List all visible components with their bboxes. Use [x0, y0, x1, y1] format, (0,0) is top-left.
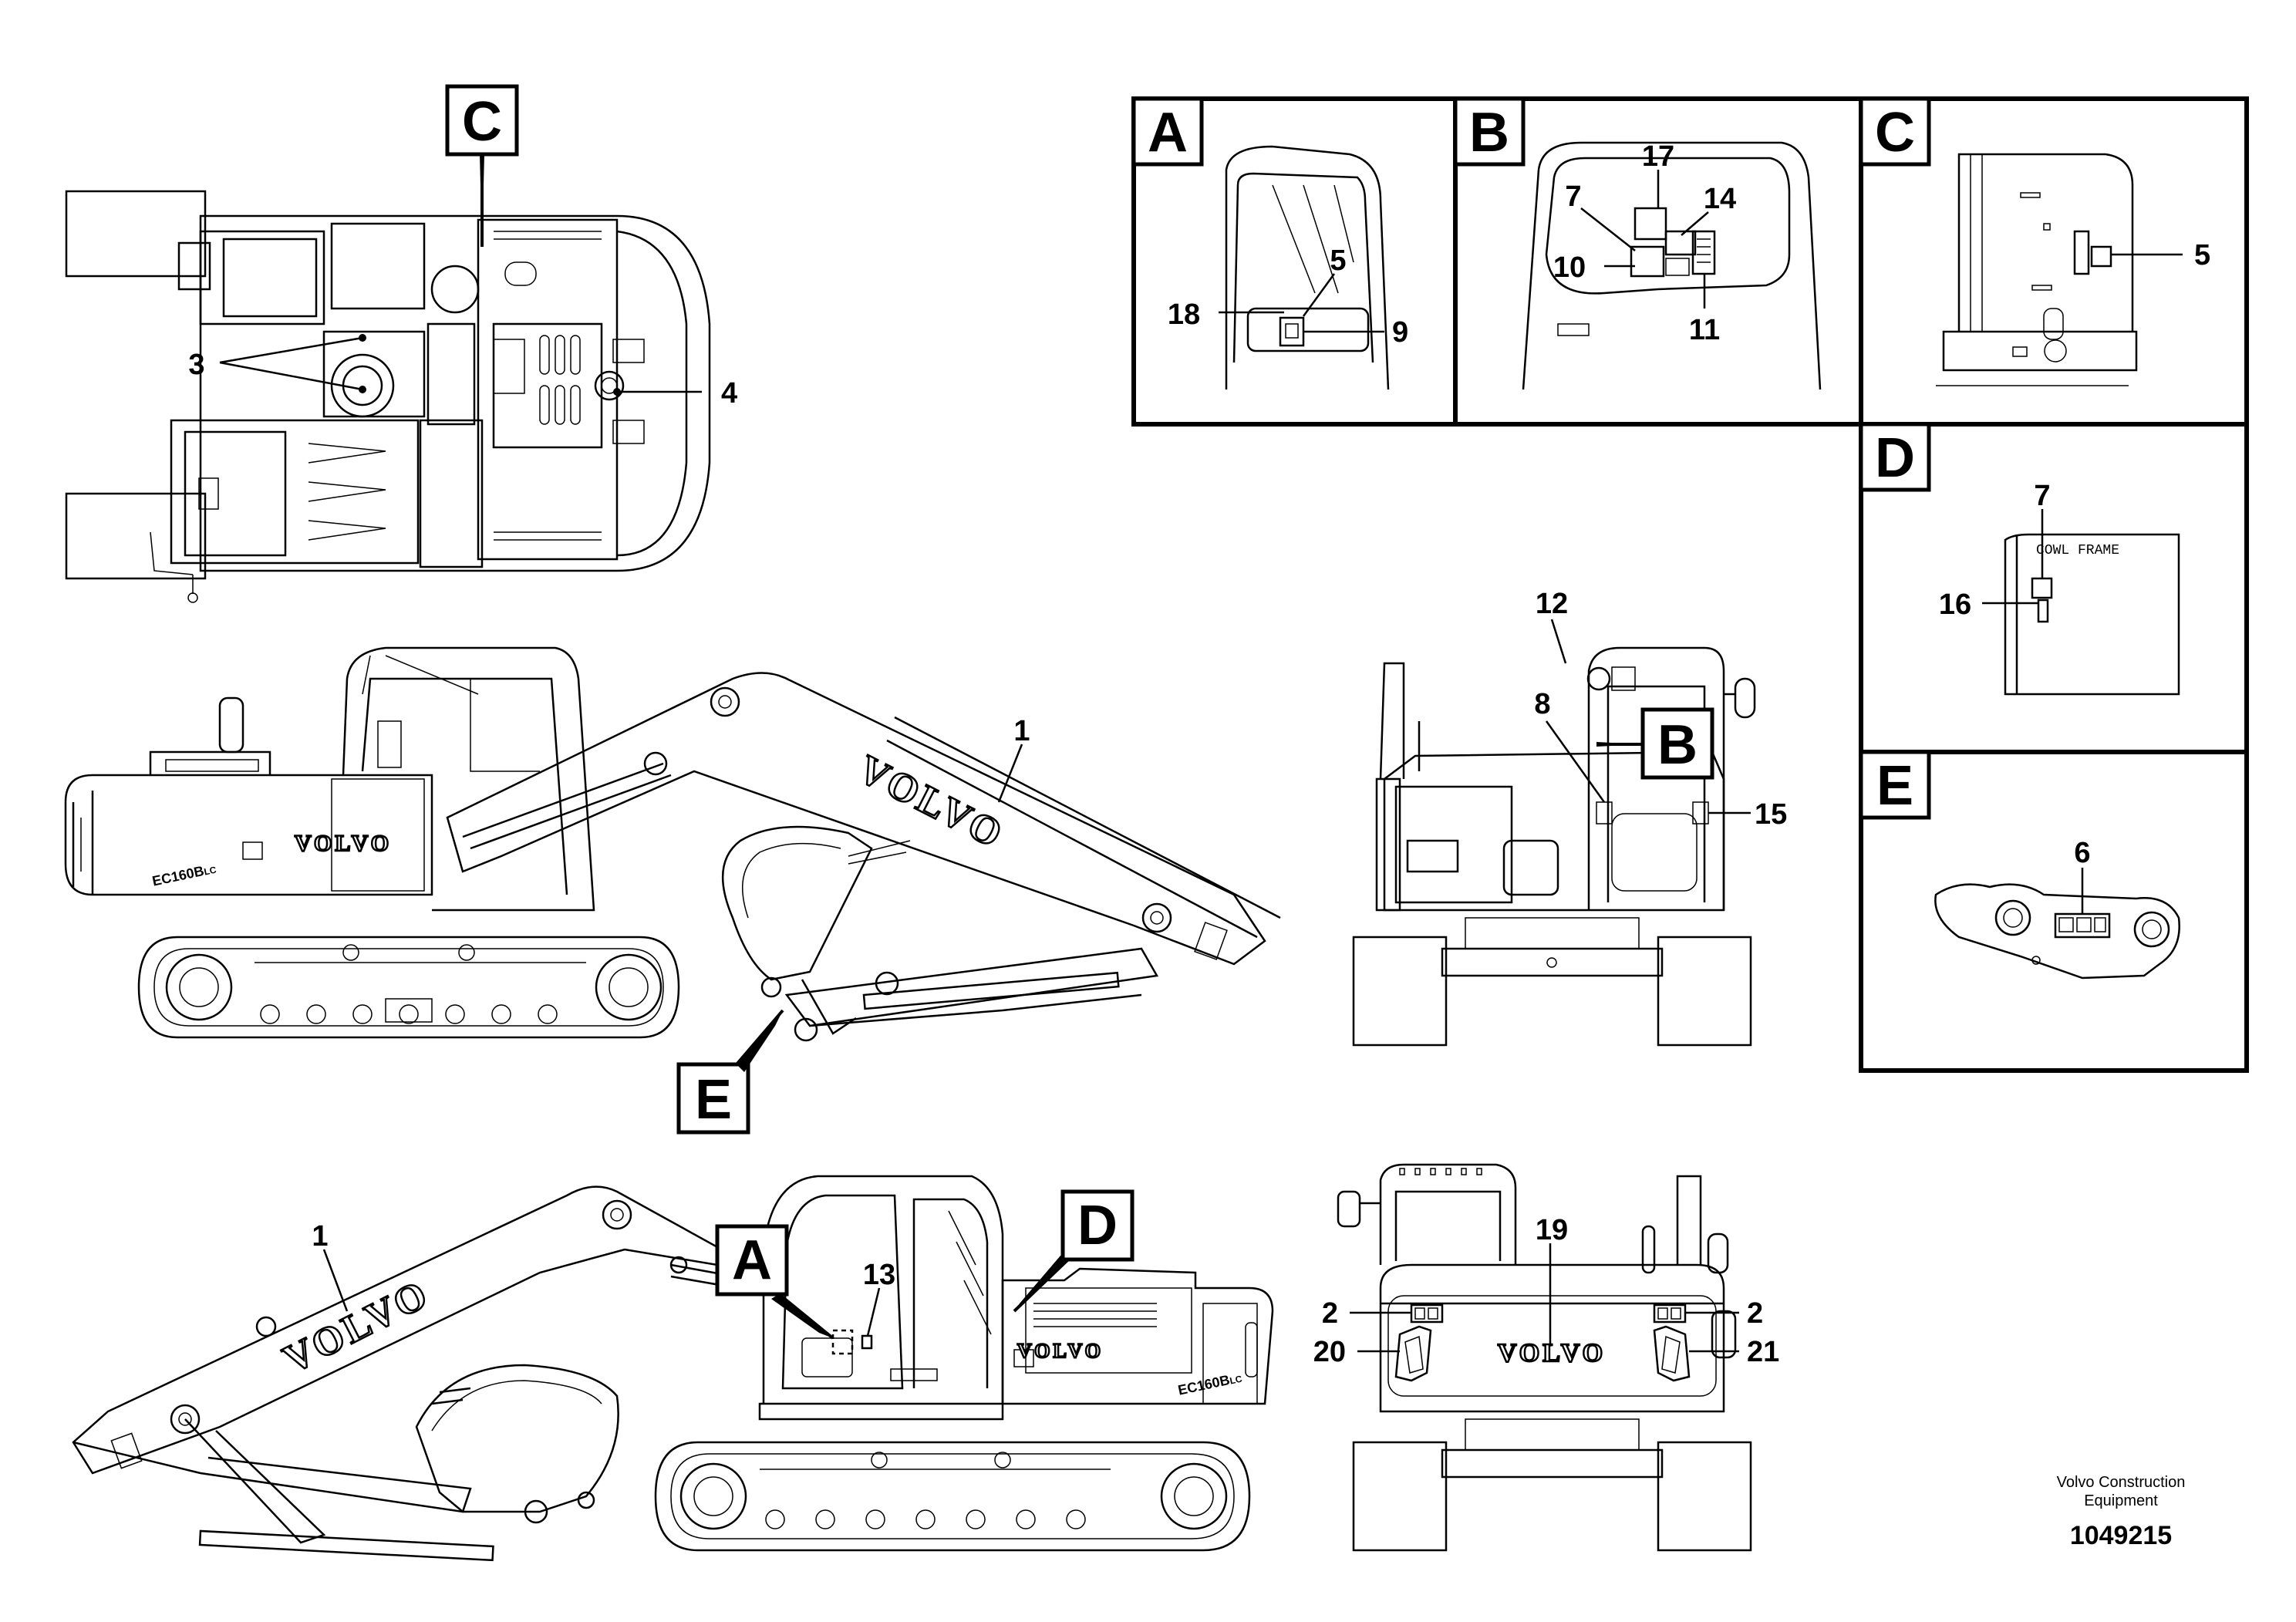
- body-volvo-decal-right: VOLVO: [1017, 1340, 1104, 1362]
- detail-view-c: C 5: [1859, 96, 2210, 386]
- front-view-cab: 12 8 15 B: [1352, 588, 1787, 1047]
- callout-7-b: 7: [1565, 180, 1581, 213]
- view-letter-b: B: [1469, 102, 1509, 164]
- plan-view: C 3 4: [65, 84, 737, 603]
- callout-4: 4: [721, 377, 737, 410]
- callout-11: 11: [1689, 314, 1720, 346]
- model-decal-left: EC160BLC: [151, 861, 218, 889]
- callout-1-left: 1: [1013, 715, 1030, 747]
- right-side-view: VOLVO VOLVO EC160BLC 1 13 A D: [72, 1175, 1274, 1562]
- cowl-frame-label: COWL FRAME: [2036, 543, 2119, 558]
- view-letter-a-side: A: [732, 1229, 772, 1291]
- callout-5-a: 5: [1330, 244, 1346, 277]
- callout-17: 17: [1642, 140, 1674, 173]
- detail-view-a: A 5 18 9: [1131, 96, 1408, 390]
- callout-7-d: 7: [2034, 480, 2050, 512]
- detail-views: A 5 18 9 B 17: [1131, 96, 2249, 1073]
- callout-5-c: 5: [2194, 239, 2210, 271]
- view-letter-c-plan: C: [462, 91, 502, 153]
- callout-1-right: 1: [312, 1220, 328, 1253]
- callout-8: 8: [1534, 688, 1550, 720]
- view-letter-c: C: [1875, 102, 1915, 164]
- callout-15: 15: [1755, 798, 1787, 831]
- rear-view: VOLVO 19 2 2 20 21: [1313, 1163, 1779, 1552]
- view-letter-d: D: [1875, 427, 1915, 489]
- boom-volvo-decal-right: VOLVO: [277, 1272, 437, 1382]
- view-letter-b-front: B: [1657, 714, 1698, 776]
- callout-2-right: 2: [1747, 1297, 1763, 1330]
- document-number: 1049215: [2069, 1521, 2173, 1550]
- view-letter-d-side: D: [1077, 1195, 1118, 1256]
- view-letter-a: A: [1148, 102, 1188, 164]
- callout-21: 21: [1747, 1336, 1779, 1368]
- callout-2-left: 2: [1322, 1297, 1338, 1330]
- callout-19: 19: [1536, 1214, 1568, 1246]
- maker-line-2: Equipment: [2084, 1492, 2158, 1509]
- rear-volvo-decal: VOLVO: [1498, 1339, 1606, 1367]
- view-letter-e: E: [1876, 755, 1913, 817]
- callout-10: 10: [1553, 251, 1586, 284]
- callout-16: 16: [1939, 588, 1971, 621]
- detail-view-e: E 6: [1859, 750, 2180, 980]
- maker-line-1: Volvo Construction: [2056, 1474, 2186, 1491]
- detail-view-b: B 17 7 14 10 11: [1453, 96, 1822, 390]
- callout-20: 20: [1313, 1336, 1346, 1368]
- view-letter-e-side: E: [695, 1069, 732, 1131]
- model-decal-right: EC160BLC: [1177, 1370, 1244, 1398]
- left-side-view: VOLVO VOLVO EC160BLC 1 E: [64, 646, 1281, 1135]
- callout-6: 6: [2074, 837, 2090, 869]
- callout-14: 14: [1704, 183, 1736, 215]
- detail-view-d: D COWL FRAME 7 16: [1859, 422, 2180, 696]
- footer: Volvo Construction Equipment 1049215: [1990, 1473, 2252, 1551]
- callout-9: 9: [1392, 316, 1408, 349]
- callout-12: 12: [1536, 588, 1568, 620]
- body-volvo-decal-left: VOLVO: [295, 831, 392, 856]
- callout-13: 13: [863, 1259, 895, 1291]
- callout-3: 3: [188, 349, 204, 381]
- callout-18: 18: [1168, 298, 1200, 331]
